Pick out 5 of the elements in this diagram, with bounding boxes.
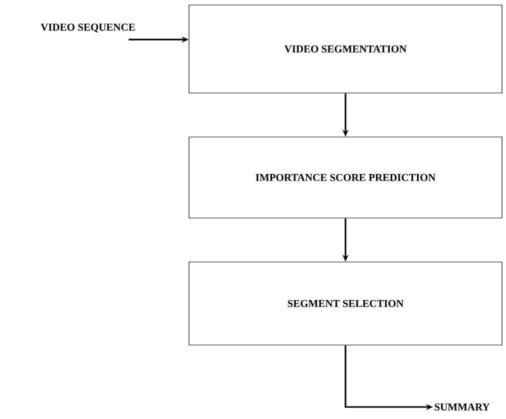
process-box: VIDEO SEGMENTATION (188, 4, 502, 94)
label-text: VIDEO SEQUENCE (40, 24, 135, 32)
process-box: SEGMENT SELECTION (188, 262, 502, 346)
label-text: SUMMARY (434, 403, 490, 411)
process-box: IMPORTANCE SCORE PREDICTION (188, 136, 502, 218)
